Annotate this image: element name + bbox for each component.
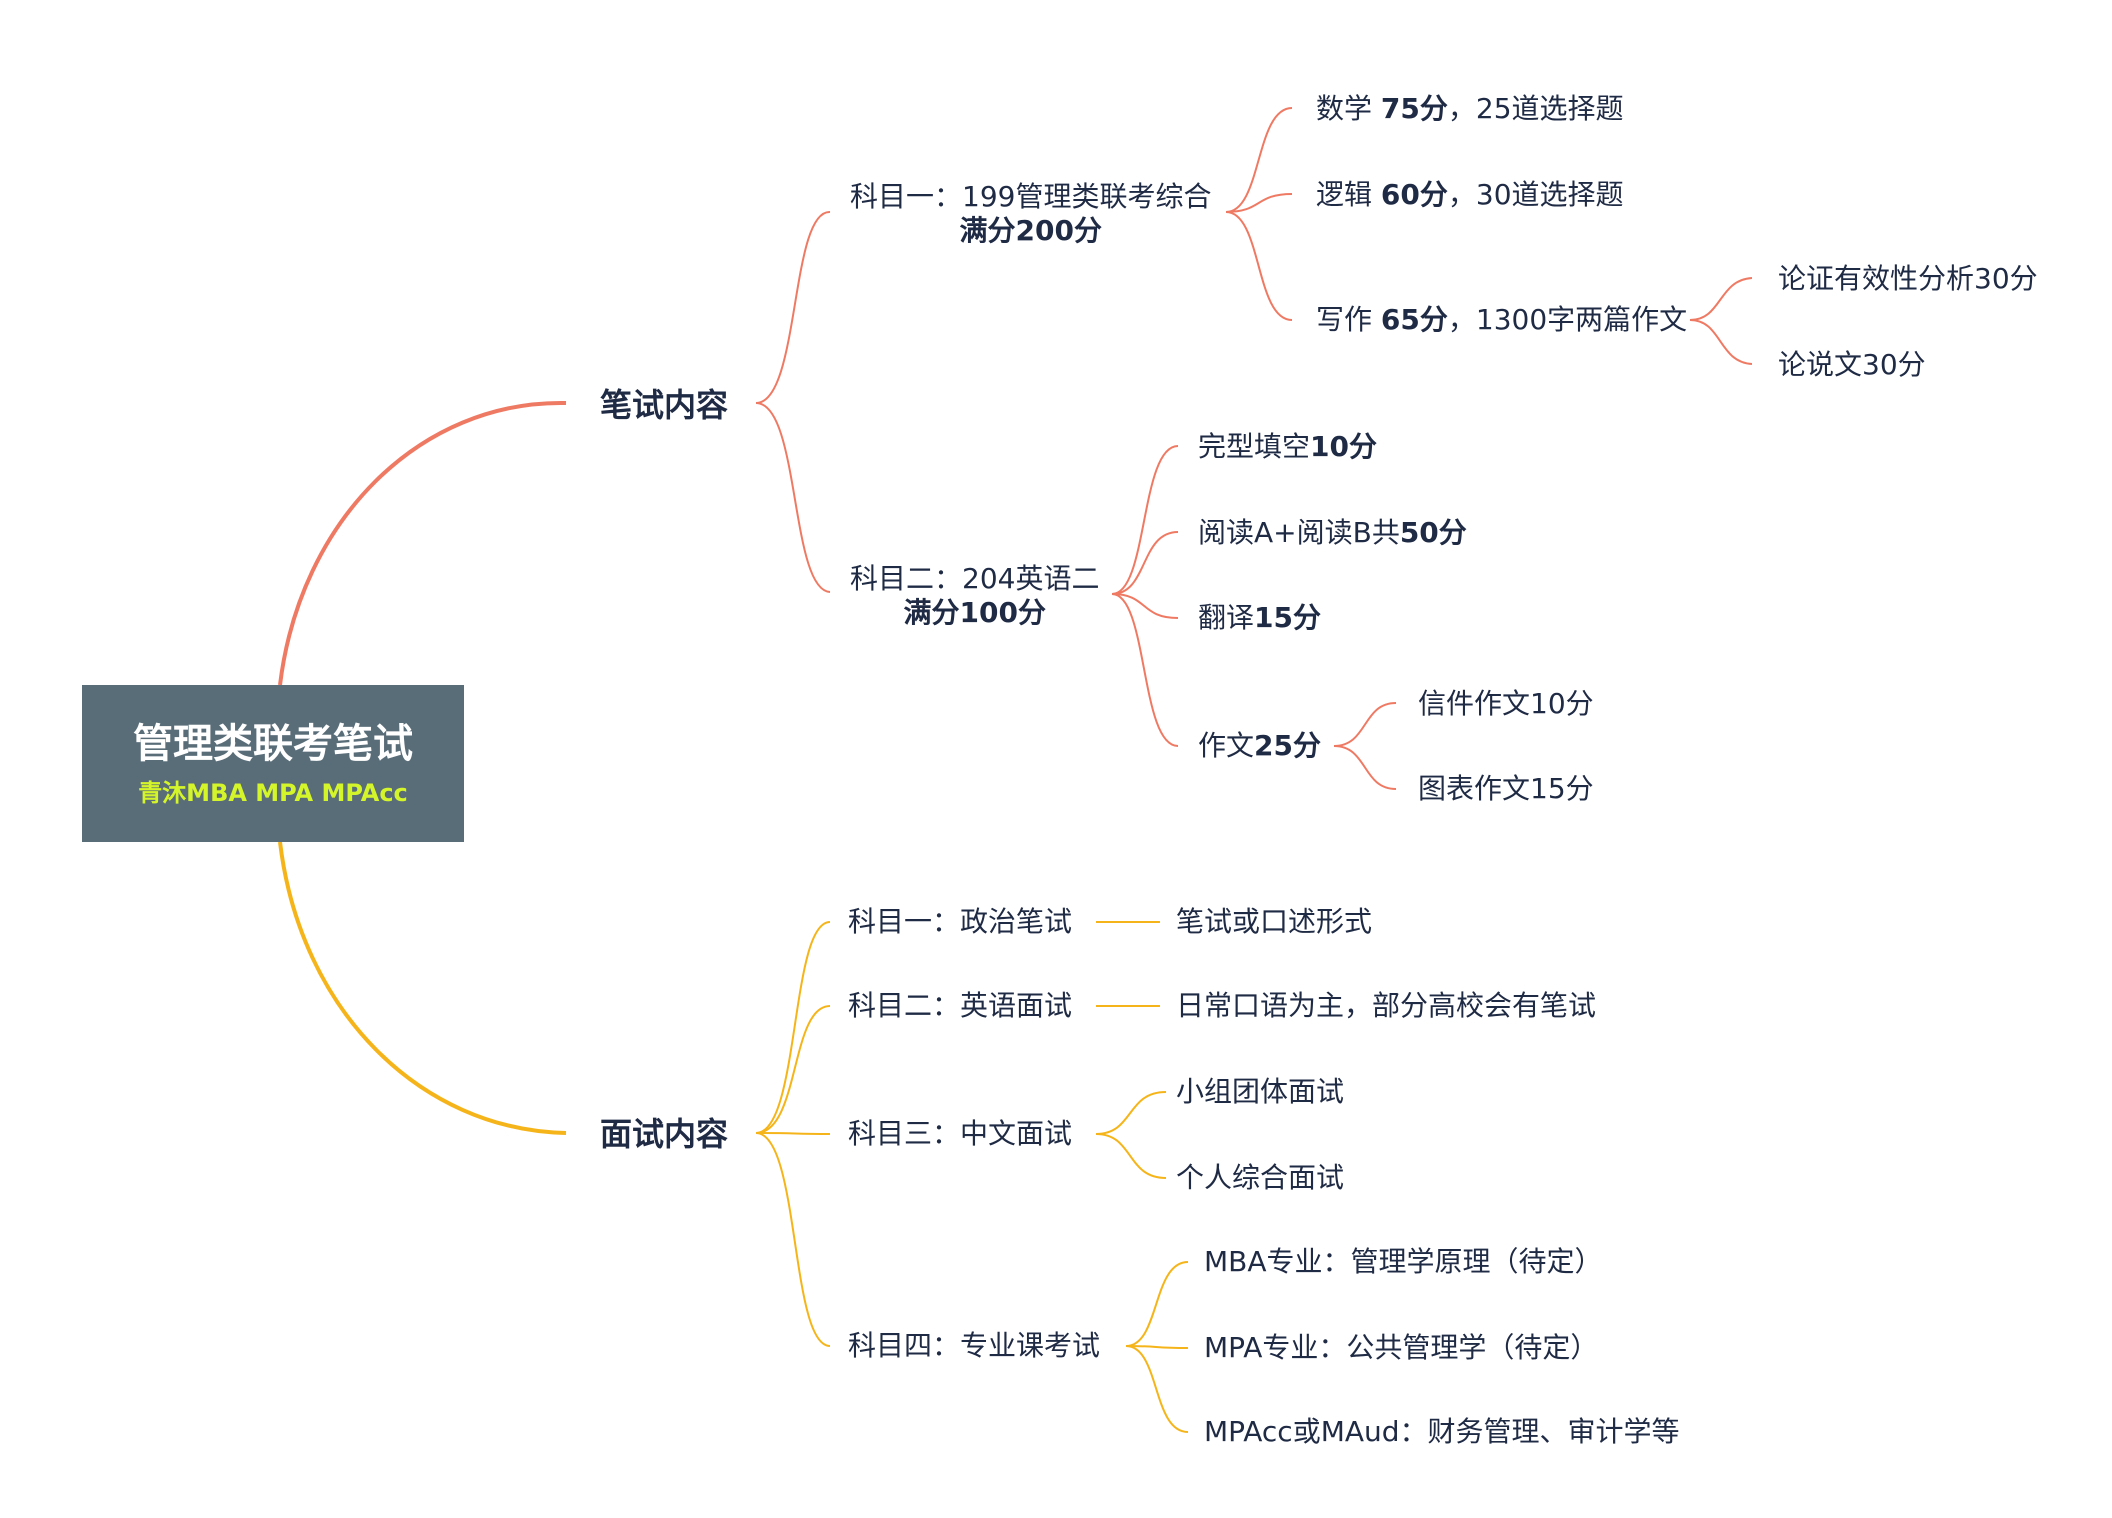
node-chart-essay[interactable]: 图表作文15分 bbox=[1418, 772, 1594, 805]
node-mpa-major[interactable]: MPA专业：公共管理学（待定） bbox=[1204, 1331, 1599, 1364]
node-mba-major[interactable]: MBA专业：管理学原理（待定） bbox=[1204, 1245, 1603, 1278]
s2-to-cloze-edge bbox=[1111, 445, 1179, 595]
node-reading[interactable]: 阅读A+阅读B共50分 bbox=[1198, 516, 1467, 550]
node-reading-score: 50分 bbox=[1399, 516, 1467, 549]
essay-to-e1-edge bbox=[1333, 702, 1397, 747]
node-translation-score: 15分 bbox=[1254, 601, 1321, 634]
node-english-essay[interactable]: 作文25分 bbox=[1198, 729, 1321, 763]
s1-to-math-edge bbox=[1225, 107, 1293, 213]
node-reading-label: 阅读A+阅读B共 bbox=[1198, 516, 1400, 549]
root-to-written-edge bbox=[278, 400, 567, 686]
s3-to-c2-edge bbox=[1095, 1133, 1167, 1179]
s2-to-reading-edge bbox=[1111, 531, 1179, 595]
interview-subject-4[interactable]: 科目四：专业课考试 bbox=[848, 1329, 1101, 1362]
node-logic[interactable]: 逻辑 60分，30道选择题 bbox=[1316, 178, 1624, 212]
interview-to-s3-edge bbox=[755, 1132, 831, 1135]
node-group-interview[interactable]: 小组团体面试 bbox=[1176, 1075, 1345, 1108]
node-math-label: 数学 bbox=[1316, 92, 1381, 125]
s3-to-c1-edge bbox=[1095, 1091, 1167, 1135]
s1-to-logic-edge bbox=[1225, 193, 1293, 213]
node-translation[interactable]: 翻译15分 bbox=[1198, 601, 1321, 635]
branch-interview[interactable]: 面试内容 bbox=[600, 1115, 729, 1153]
root-node[interactable]: 管理类联考笔试 青沐MBA MPA MPAcc bbox=[82, 685, 464, 842]
s1-to-writing-edge bbox=[1225, 211, 1293, 321]
interview-subject-2[interactable]: 科目二：英语面试 bbox=[848, 989, 1073, 1022]
s4-to-c2-edge bbox=[1125, 1345, 1189, 1349]
node-individual-interview[interactable]: 个人综合面试 bbox=[1176, 1161, 1345, 1194]
written-subject-2-score: 满分100分 bbox=[903, 596, 1046, 629]
written-subject-1-score: 满分200分 bbox=[959, 214, 1102, 247]
written-to-s1-edge bbox=[755, 210, 831, 404]
node-logic-detail: ，30道选择题 bbox=[1447, 178, 1624, 211]
root-subtitle: 青沐MBA MPA MPAcc bbox=[138, 778, 408, 807]
node-argument-analysis[interactable]: 论证有效性分析30分 bbox=[1778, 262, 2038, 295]
interview-to-s4-edge bbox=[755, 1132, 831, 1347]
written-to-s2-edge bbox=[755, 402, 831, 593]
node-cloze-score: 10分 bbox=[1310, 430, 1377, 463]
interview-to-s2-edge bbox=[755, 1005, 831, 1134]
s4-to-c1-edge bbox=[1125, 1261, 1189, 1347]
node-letter-essay[interactable]: 信件作文10分 bbox=[1418, 687, 1594, 720]
node-essay-argument[interactable]: 论说文30分 bbox=[1778, 348, 1926, 381]
essay-to-e2-edge bbox=[1333, 745, 1397, 790]
node-math[interactable]: 数学 75分，25道选择题 bbox=[1316, 92, 1624, 126]
interview-to-s1-edge bbox=[755, 921, 831, 1134]
node-cloze[interactable]: 完型填空10分 bbox=[1198, 430, 1377, 464]
s2-to-translation-edge bbox=[1111, 593, 1179, 619]
s2-to-essay-edge bbox=[1111, 593, 1179, 747]
written-subject-1[interactable]: 科目一：199管理类联考综合 满分200分 bbox=[850, 180, 1211, 248]
written-subject-2[interactable]: 科目二：204英语二 满分100分 bbox=[850, 562, 1099, 630]
branch-written[interactable]: 笔试内容 bbox=[600, 386, 729, 424]
s4-to-c3-edge bbox=[1125, 1345, 1189, 1433]
node-english-essay-score: 25分 bbox=[1254, 729, 1321, 762]
node-logic-score: 60分 bbox=[1380, 178, 1448, 211]
node-writing-label: 写作 bbox=[1316, 303, 1381, 336]
interview-subject-3[interactable]: 科目三：中文面试 bbox=[848, 1117, 1073, 1150]
node-writing-detail: ，1300字两篇作文 bbox=[1447, 303, 1688, 336]
node-writing[interactable]: 写作 65分，1300字两篇作文 bbox=[1316, 303, 1687, 337]
node-writing-score: 65分 bbox=[1380, 303, 1448, 336]
root-to-interview-edge bbox=[278, 841, 567, 1135]
written-subject-2-title: 科目二：204英语二 bbox=[850, 562, 1100, 595]
node-logic-label: 逻辑 bbox=[1316, 178, 1381, 211]
node-cloze-label: 完型填空 bbox=[1198, 430, 1311, 463]
written-subject-1-title: 科目一：199管理类联考综合 bbox=[850, 180, 1212, 213]
interview-subject-1[interactable]: 科目一：政治笔试 bbox=[848, 905, 1073, 938]
node-english-essay-label: 作文 bbox=[1198, 729, 1255, 762]
node-mpacc-major[interactable]: MPAcc或MAud：财务管理、审计学等 bbox=[1204, 1415, 1680, 1448]
interview-subject-1-detail[interactable]: 笔试或口述形式 bbox=[1176, 905, 1373, 938]
writing-to-w2-edge bbox=[1689, 319, 1753, 365]
node-translation-label: 翻译 bbox=[1198, 601, 1255, 634]
writing-to-w1-edge bbox=[1689, 277, 1753, 321]
node-math-score: 75分 bbox=[1380, 92, 1448, 125]
root-title: 管理类联考笔试 bbox=[133, 720, 413, 767]
node-math-detail: ，25道选择题 bbox=[1447, 92, 1624, 125]
interview-subject-2-detail[interactable]: 日常口语为主，部分高校会有笔试 bbox=[1176, 989, 1597, 1022]
